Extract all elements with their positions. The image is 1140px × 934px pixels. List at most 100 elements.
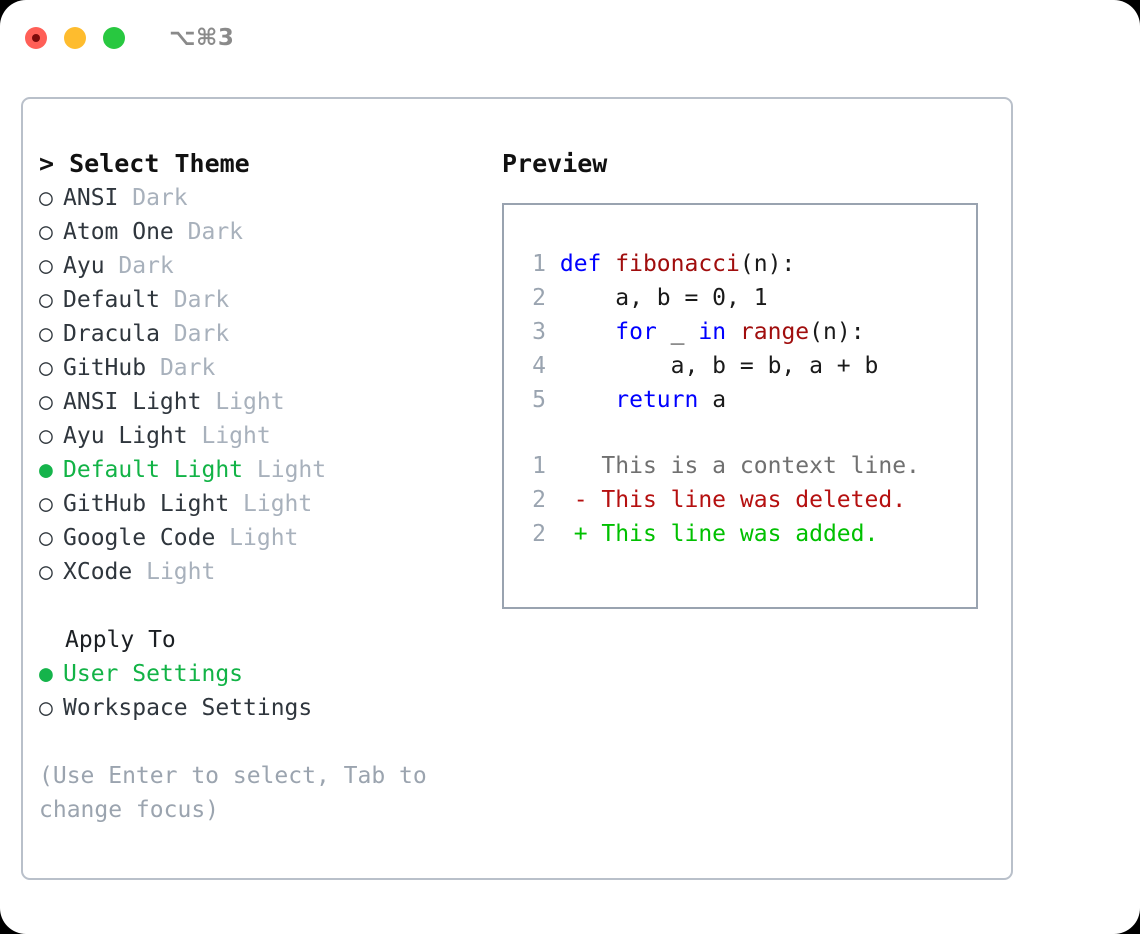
radio-selected-icon[interactable]: ● [39, 661, 53, 687]
zoom-window-button[interactable] [103, 27, 125, 49]
theme-name: Google Code [63, 525, 230, 551]
theme-variant: Dark [173, 321, 230, 347]
line-number: 2 [532, 285, 546, 311]
theme-option-4[interactable]: ○ Dracula Dark [39, 317, 479, 351]
apply-to-option-0[interactable]: ●User Settings [39, 657, 479, 691]
code-line-2: 2 a, b = 0, 1 [504, 281, 976, 315]
line-number: 1 [532, 453, 546, 479]
theme-name: Default Light [63, 457, 257, 483]
theme-variant: Dark [159, 355, 216, 381]
diff-text: This is a context line. [573, 453, 920, 479]
radio-unselected-icon[interactable]: ○ [39, 559, 53, 585]
line-number: 4 [532, 353, 546, 379]
apply-to-label: Apply To [65, 627, 176, 653]
theme-name: Ayu Light [63, 423, 202, 449]
code-token [560, 319, 615, 345]
line-number: 3 [532, 319, 546, 345]
code-token: (n): [739, 251, 796, 277]
diff-sample: 1 This is a context line. 2 - This line w… [504, 449, 976, 551]
code-line-1: 1 def fibonacci(n): [504, 247, 976, 281]
theme-variant: Dark [118, 253, 174, 279]
radio-unselected-icon[interactable]: ○ [39, 185, 53, 211]
theme-option-2[interactable]: ○ Ayu Dark [39, 249, 479, 283]
theme-option-11[interactable]: ○ XCode Light [39, 555, 479, 589]
apply-to-option-1[interactable]: ○ Workspace Settings [39, 691, 479, 725]
theme-option-1[interactable]: ○Atom One Dark [39, 215, 479, 249]
code-token: return [615, 387, 699, 413]
code-token: in [698, 319, 727, 345]
radio-unselected-icon[interactable]: ○ [39, 525, 53, 551]
theme-name: ANSI [63, 185, 133, 211]
theme-option-7[interactable]: ○Ayu Light Light [39, 419, 479, 453]
code-token [560, 387, 615, 413]
apply-to-name: Workspace Settings [63, 695, 313, 721]
radio-unselected-icon[interactable]: ○ [39, 219, 53, 245]
radio-unselected-icon[interactable]: ○ [39, 253, 53, 279]
diff-text: - This line was deleted. [573, 487, 907, 513]
theme-picker-panel: > Select Theme ○ANSI Dark○Atom One Dark○… [21, 97, 1013, 880]
theme-option-8[interactable]: ● Default Light Light [39, 453, 479, 487]
apply-to-list: ●User Settings ○ Workspace Settings [39, 657, 479, 725]
code-token: def [559, 251, 616, 277]
theme-option-10[interactable]: ○ Google Code Light [39, 521, 479, 555]
theme-name: Default [63, 287, 174, 313]
theme-option-9[interactable]: ○ GitHub Light Light [39, 487, 479, 521]
theme-variant: Dark [132, 185, 188, 211]
theme-name: ANSI Light [63, 389, 216, 415]
select-theme-header: > Select Theme [39, 149, 250, 178]
theme-name: Ayu [63, 253, 119, 279]
theme-name: Dracula [63, 321, 174, 347]
diff-line-2: 2 + This line was added. [504, 517, 976, 551]
keyboard-hint: (Use Enter to select, Tab to change focu… [39, 763, 441, 823]
theme-name: GitHub Light [63, 491, 244, 517]
preview-spacer [504, 417, 976, 449]
line-number: 5 [532, 387, 546, 413]
radio-unselected-icon[interactable]: ○ [39, 423, 53, 449]
diff-line-0: 1 This is a context line. [504, 449, 976, 483]
preview-title: Preview [502, 149, 608, 178]
theme-option-0[interactable]: ○ ANSI Dark [39, 181, 479, 215]
radio-unselected-icon[interactable]: ○ [39, 695, 53, 721]
theme-name: GitHub [63, 355, 160, 381]
code-token: a, b = 0, 1 [559, 285, 768, 311]
code-token: a, b = b, a + b [559, 353, 879, 379]
traffic-light-group [25, 27, 125, 49]
code-line-4: 4 a, b = b, a + b [504, 349, 976, 383]
code-line-5: 5 return a [504, 383, 976, 417]
line-number: 1 [532, 251, 546, 277]
theme-selection-column: > Select Theme ○ANSI Dark○Atom One Dark○… [39, 147, 479, 827]
theme-option-5[interactable]: ○ GitHub Dark [39, 351, 479, 385]
theme-option-3[interactable]: ○ Default Dark [39, 283, 479, 317]
diff-text: + This line was added. [573, 521, 879, 547]
theme-variant: Light [146, 559, 216, 585]
theme-variant: Dark [187, 219, 244, 245]
radio-unselected-icon[interactable]: ○ [39, 389, 53, 415]
theme-variant: Light [243, 491, 313, 517]
radio-selected-icon[interactable]: ● [39, 457, 53, 483]
code-token: range [739, 319, 810, 345]
minimize-window-button[interactable] [64, 27, 86, 49]
title-bar: ⌥⌘3 [0, 0, 1140, 76]
window-title: ⌥⌘3 [169, 25, 235, 51]
theme-variant: Dark [173, 287, 230, 313]
radio-unselected-icon[interactable]: ○ [39, 321, 53, 347]
code-token [726, 319, 740, 345]
line-number: 2 [532, 487, 546, 513]
theme-variant: Light [215, 389, 285, 415]
line-number: 2 [532, 521, 546, 547]
code-line-3: 3 for _ in range(n): [504, 315, 976, 349]
code-token: for [615, 319, 657, 345]
close-window-button[interactable] [25, 27, 47, 49]
radio-unselected-icon[interactable]: ○ [39, 355, 53, 381]
preview-column: Preview 1 def fibonacci(n):2 a, b = 0, 1… [502, 147, 1002, 609]
theme-option-6[interactable]: ○ ANSI Light Light [39, 385, 479, 419]
theme-list: ○ANSI Dark○Atom One Dark○Ayu Dark○Defaul… [39, 181, 479, 589]
theme-variant: Light [229, 525, 299, 551]
radio-unselected-icon[interactable]: ○ [39, 287, 53, 313]
theme-variant: Light [256, 457, 327, 483]
theme-name: XCode [63, 559, 147, 585]
radio-unselected-icon[interactable]: ○ [39, 491, 53, 517]
